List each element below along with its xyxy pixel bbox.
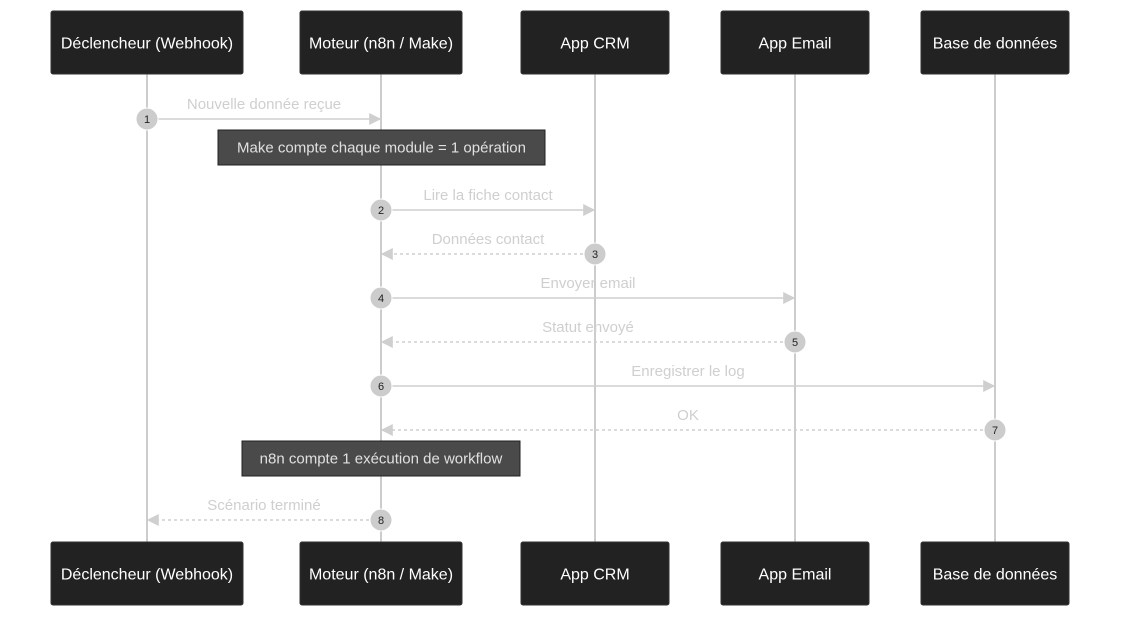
- sequence-number-badge: [583, 242, 607, 266]
- sequence-number-badge: [983, 418, 1007, 442]
- participant-label: Base de données: [933, 36, 1058, 53]
- participant-label: Moteur (n8n / Make): [309, 567, 453, 584]
- sequence-number: 8: [378, 515, 384, 527]
- participant-box: [720, 10, 870, 75]
- participant-label: Base de données: [933, 567, 1058, 584]
- message-label: Envoyer email: [540, 275, 635, 292]
- participant-box: [520, 10, 670, 75]
- sequence-number: 1: [144, 114, 150, 126]
- note: n8n compte 1 exécution de workflow: [241, 440, 521, 477]
- sequence-number: 7: [992, 425, 998, 437]
- message-7: OK 7: [380, 407, 1007, 442]
- participant-label: Déclencheur (Webhook): [61, 36, 233, 53]
- note: Make compte chaque module = 1 opération: [217, 129, 546, 166]
- sequence-number-badge: [783, 330, 807, 354]
- participant-crm-top: App CRM: [520, 10, 670, 75]
- note-box: [241, 440, 521, 477]
- message-label: Lire la fiche contact: [423, 187, 553, 204]
- participant-box: [299, 541, 463, 606]
- participant-trigger-bottom: Déclencheur (Webhook): [50, 541, 244, 606]
- participant-crm-bottom: App CRM: [520, 541, 670, 606]
- message-8: Scénario terminé 8: [146, 497, 393, 532]
- participant-box: [50, 10, 244, 75]
- message-4: Envoyer email 4: [369, 275, 796, 310]
- participant-box: [920, 10, 1070, 75]
- sequence-number: 3: [592, 249, 598, 261]
- message-label: OK: [677, 407, 699, 424]
- participant-engine-bottom: Moteur (n8n / Make): [299, 541, 463, 606]
- participant-label: App CRM: [560, 36, 629, 53]
- note-box: [217, 129, 546, 166]
- message-6: Enregistrer le log 6: [369, 363, 996, 398]
- participant-box: [720, 541, 870, 606]
- participant-label: App Email: [759, 36, 832, 53]
- sequence-number-badge: [369, 374, 393, 398]
- participant-email-top: App Email: [720, 10, 870, 75]
- message-label: Scénario terminé: [207, 497, 320, 514]
- participant-box: [299, 10, 463, 75]
- sequence-number: 6: [378, 381, 384, 393]
- participant-box: [520, 541, 670, 606]
- participant-label: App CRM: [560, 567, 629, 584]
- participant-db-top: Base de données: [920, 10, 1070, 75]
- sequence-number: 5: [792, 337, 798, 349]
- participant-db-bottom: Base de données: [920, 541, 1070, 606]
- message-5: Statut envoyé 5: [380, 319, 807, 354]
- participant-label: Moteur (n8n / Make): [309, 36, 453, 53]
- sequence-number-badge: [369, 508, 393, 532]
- message-label: Statut envoyé: [542, 319, 634, 336]
- note-text: n8n compte 1 exécution de workflow: [260, 451, 503, 468]
- note-text: Make compte chaque module = 1 opération: [237, 140, 526, 157]
- participant-box: [920, 541, 1070, 606]
- participant-engine-top: Moteur (n8n / Make): [299, 10, 463, 75]
- sequence-number-badge: [369, 286, 393, 310]
- sequence-number: 2: [378, 205, 384, 217]
- sequence-number-badge: [369, 198, 393, 222]
- participant-box: [50, 541, 244, 606]
- message-3: Données contact 3: [380, 231, 607, 266]
- sequence-number-badge: [135, 107, 159, 131]
- message-label: Enregistrer le log: [631, 363, 744, 380]
- participant-label: App Email: [759, 567, 832, 584]
- participant-label: Déclencheur (Webhook): [61, 567, 233, 584]
- sequence-number: 4: [378, 293, 384, 305]
- message-label: Données contact: [432, 231, 545, 248]
- message-label: Nouvelle donnée reçue: [187, 96, 341, 113]
- participant-trigger-top: Déclencheur (Webhook): [50, 10, 244, 75]
- message-2: Lire la fiche contact 2: [369, 187, 596, 222]
- message-1: Nouvelle donnée reçue 1: [135, 96, 382, 131]
- participant-email-bottom: App Email: [720, 541, 870, 606]
